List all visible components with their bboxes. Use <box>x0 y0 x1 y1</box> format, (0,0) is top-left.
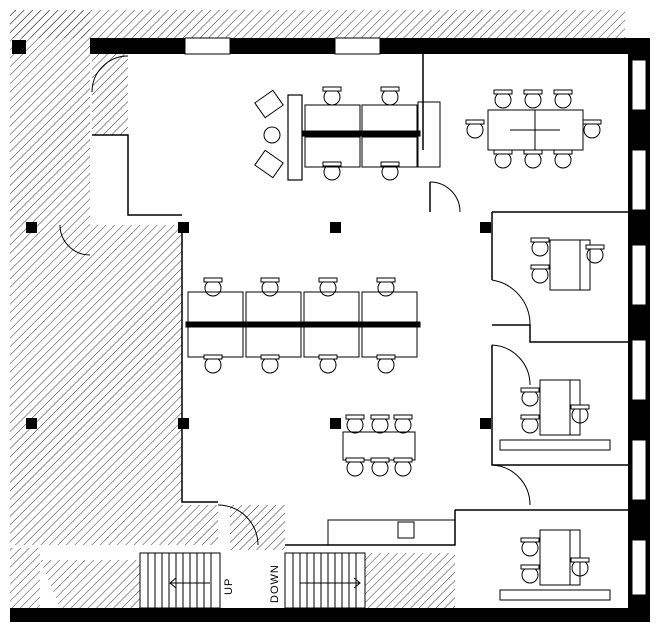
chair-back <box>380 161 400 167</box>
chair-back <box>465 119 485 125</box>
chair-back <box>520 537 540 543</box>
private-office-furniture <box>499 239 611 601</box>
chair-back <box>570 404 590 410</box>
chair-back <box>345 414 365 420</box>
door-swings <box>59 55 531 546</box>
lounge-chairs <box>254 89 284 179</box>
walls <box>10 37 650 622</box>
chair-back <box>493 89 513 95</box>
chair-back <box>318 354 338 360</box>
chair-back <box>376 277 396 283</box>
stairs <box>139 552 366 609</box>
chair-back <box>585 244 605 250</box>
chair-back <box>582 119 602 125</box>
hatched-structure <box>10 10 625 608</box>
chair-back <box>370 457 390 463</box>
conference-table-top-right <box>487 109 584 151</box>
chair-back <box>553 149 573 155</box>
stair-label-down: DOWN <box>269 564 281 603</box>
chair-back <box>345 457 365 463</box>
chair-back <box>520 564 540 570</box>
chair-back <box>530 237 550 243</box>
chair-back <box>520 387 540 393</box>
chair-back <box>370 414 390 420</box>
chair-back <box>553 89 573 95</box>
chair-back <box>322 161 342 167</box>
workstation-cluster-center <box>185 291 421 358</box>
chair-back <box>523 89 543 95</box>
chair-back <box>570 557 590 563</box>
kitchen-counter <box>327 519 456 546</box>
chair-back <box>322 86 342 92</box>
chair-back <box>203 277 223 283</box>
chair-back <box>260 354 280 360</box>
chair-back <box>530 264 550 270</box>
chair-back <box>393 457 413 463</box>
chair-back <box>380 86 400 92</box>
chair-back <box>493 149 513 155</box>
chair-back <box>523 149 543 155</box>
meeting-table-center <box>342 431 416 461</box>
workstation-cluster-top <box>287 94 441 181</box>
chair-back <box>376 354 396 360</box>
chair-back <box>318 277 338 283</box>
chair-back <box>203 354 223 360</box>
stair-label-up: UP <box>223 578 235 595</box>
chair-back <box>260 277 280 283</box>
chair-back <box>393 414 413 420</box>
chair-back <box>520 414 540 420</box>
chairs <box>203 86 605 584</box>
structural-columns <box>26 222 491 429</box>
